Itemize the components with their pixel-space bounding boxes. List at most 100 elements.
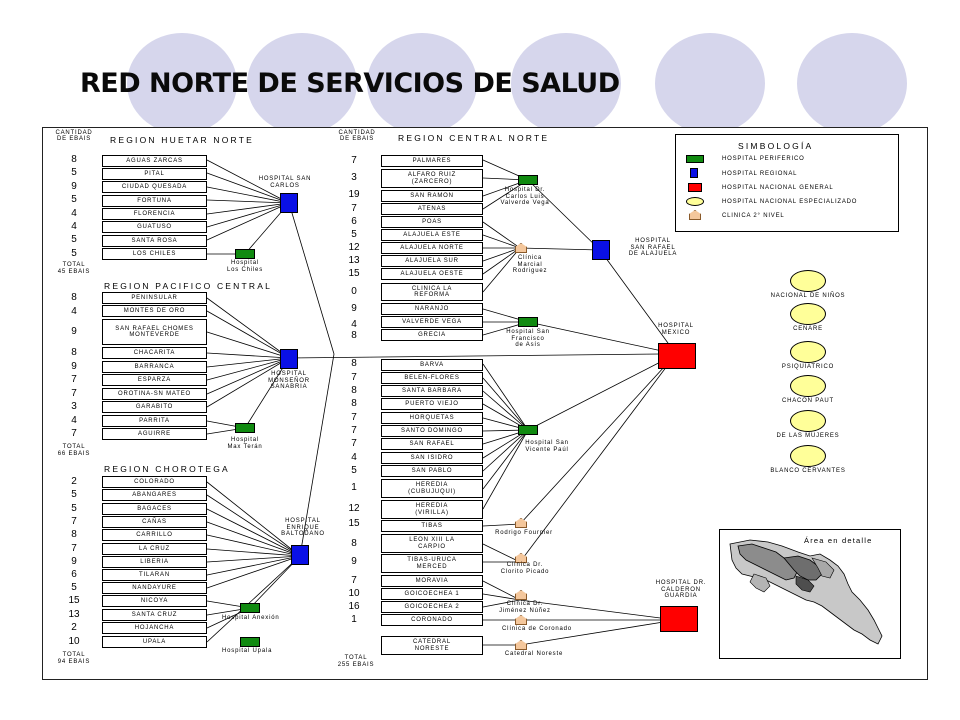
ebais-count: 8 [351,538,357,549]
ebais-count: 4 [71,306,77,317]
legend-item: HOSPITAL NACIONAL ESPECIALIZADO [722,199,858,205]
decorative-circle [655,33,765,134]
ebais-count: 8 [71,529,77,540]
area-box: CATEDRAL NORESTE [381,636,483,655]
area-box: CARRILLO [102,529,207,541]
ebais-count: 1 [351,614,357,625]
ebais-count: 9 [351,556,357,567]
area-box: SAN PABLO [381,465,483,477]
specialized-hospital-label: BLANCO CERVANTES [770,468,846,474]
label-line: HOSPITAL DR. [655,580,707,586]
ebais-count: 8 [71,292,77,303]
ebais-count: 4 [71,415,77,426]
area-box: SANTA BARBARA [381,385,483,397]
label-line: CARLOS [270,182,300,189]
hospital-max-teran-label: Hospital Max Terán [217,437,273,450]
hospital-san-vicente-symbol [518,425,538,435]
clinica-fournier-icon [515,518,527,528]
ebais-count: 13 [348,255,360,266]
decorative-circle [247,33,357,134]
label-line: Vicente Paúl [525,446,569,453]
label-line: Carlos Luis [505,193,545,200]
clinica-picado-icon [515,553,527,563]
area-box: FORTUNA [102,195,207,207]
area-box: ESPARZA [102,374,207,386]
specialized-hospital-oval [790,270,826,292]
label-line: Los Chiles [226,266,263,273]
area-box: LIBERIA [102,556,207,568]
area-box: HEREDIA (CUBUJUQUI) [381,479,483,498]
label-line: Jiménez Núñez [499,607,551,614]
label-line: Max Terán [227,443,263,450]
legend-green-symbol [686,155,704,163]
region-total: TOTAL 45 EBAIS [52,262,96,275]
ebais-count: 5 [351,229,357,240]
area-box: GUATUSO [102,221,207,233]
hospital-valverde-vega-label: Hospital Dr. Carlos Luis Valverde Vega [490,187,560,207]
label-line: SANABRIA [270,384,308,391]
area-box: GOICOECHEA 1 [381,588,483,600]
hospital-calderon-label: HOSPITAL DR. CALDERON GUARDIA [646,580,716,600]
hospital-los-chiles-symbol [235,249,255,259]
ebais-count: 7 [71,516,77,527]
hospital-san-carlos-label: HOSPITAL SAN CARLOS [252,176,318,189]
area-box: AGUIRRE [102,428,207,440]
ebais-count: 13 [68,609,80,620]
hospital-san-vicente-label: Hospital San Vicente Paúl [514,440,580,453]
costa-rica-map [729,539,883,645]
clinica-jimenez-label: Clínica Dr. Jiménez Núñez [492,601,558,614]
hospital-max-teran-symbol [235,423,255,433]
catedral-noreste-icon [515,640,527,650]
label-line: Hospital San [525,440,569,446]
region-total: TOTAL 66 EBAIS [52,444,96,457]
ebais-count: 3 [71,401,77,412]
label-line: Francisco [511,335,545,342]
hospital-san-rafael-label: HOSPITAL SAN RAFAEL DE ALAJUELA [618,238,688,258]
ebais-count: 4 [71,221,77,232]
decorative-circle [367,33,477,134]
hospital-anexion-symbol [240,603,260,613]
area-box: CIUDAD QUESADA [102,181,207,193]
area-box: LA CRUZ [102,543,207,555]
ebais-count: 9 [71,326,77,337]
area-box: ATENAS [381,203,483,215]
area-box: TIBAS-URUCA MERCED [381,554,483,573]
ebais-count: 12 [348,503,360,514]
area-box: VALVERDE VEGA [381,316,483,328]
ebais-count: 9 [71,361,77,372]
ebais-count: 19 [348,189,360,200]
label-line: Clínica [518,255,542,261]
total-line: 94 EBAIS [57,658,91,665]
hospital-upala-symbol [240,637,260,647]
area-box: SANTO DOMINGO [381,425,483,437]
hospital-valverde-vega-symbol [518,175,538,185]
hospital-san-rafael-symbol [592,240,610,260]
hospital-mexico-label: HOSPITAL MEXICO [648,323,704,336]
clinica-coronado-label: Clínica de Coronado [492,626,582,633]
area-box: GARABITO [102,401,207,413]
ebais-count: 8 [351,330,357,341]
label-line: Marcial [517,261,543,268]
ebais-count: 9 [71,181,77,192]
label-line: GUARDIA [664,593,698,600]
label-line: Hospital [230,260,260,266]
label-line: Hospital Dr. [504,187,546,193]
hospital-san-carlos-symbol [280,193,298,213]
area-box: PARRITA [102,415,207,427]
map-inset: Área en detalle [719,529,901,659]
area-box: UPALA [102,636,207,648]
area-box: TILARAN [102,569,207,581]
clinica-jimenez-icon [515,590,527,600]
area-box: PENINSULAR [102,292,207,304]
header-line: CANTIDAD [338,130,376,136]
area-box: CLINICA LA REFORMA [381,283,483,301]
total-line: 255 EBAIS [337,661,375,668]
specialized-hospital-oval [790,445,826,467]
legend-red-symbol [688,183,702,192]
header-line: DE EBAIS [339,136,375,143]
legend-item: HOSPITAL PERIFERICO [722,156,805,162]
area-box: SAN RAFAEL [381,438,483,450]
area-box: MORAVIA [381,575,483,587]
area-box: NARANJO [381,303,483,315]
total-line: 45 EBAIS [57,268,91,275]
